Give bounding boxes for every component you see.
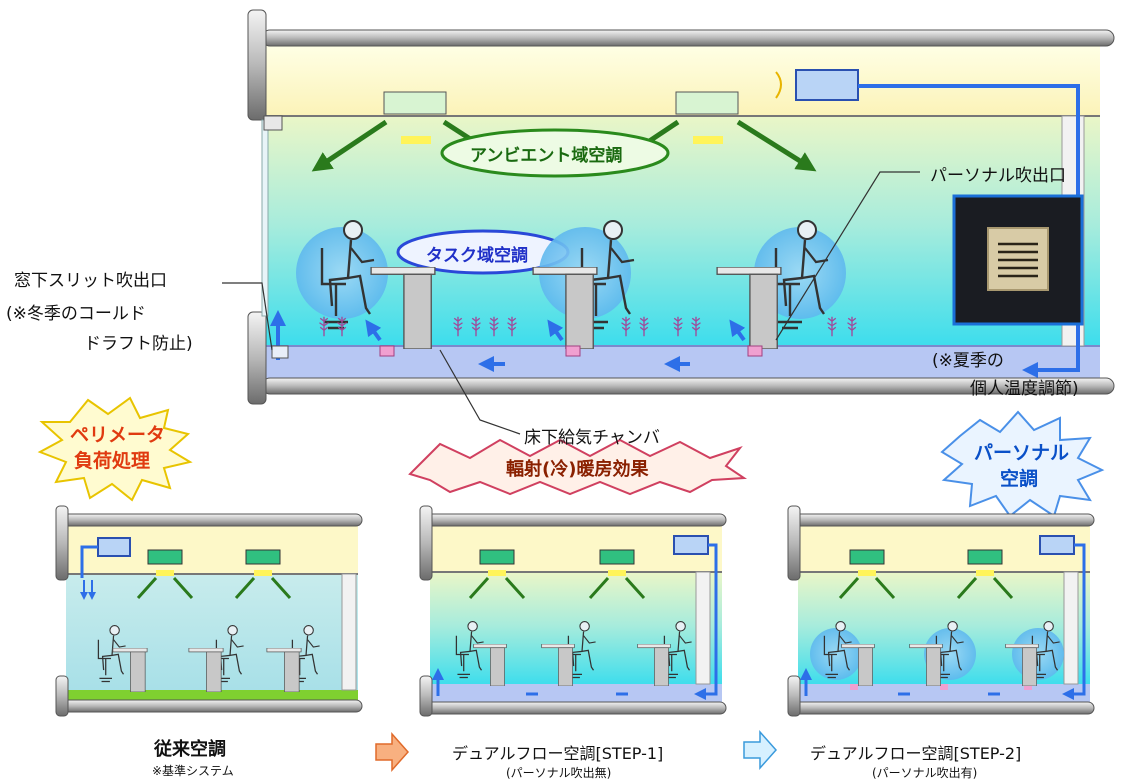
- window-slit-outlet-label: 窓下スリット吹出口: [14, 271, 167, 291]
- perimeter-badge-line2: 負荷処理: [74, 450, 151, 472]
- step-arrow-1: [375, 732, 410, 772]
- step2-subtitle: (パーソナル吹出有): [872, 766, 978, 780]
- ambient-zone-label: アンビエント域空調: [470, 146, 623, 166]
- personal-badge-line1: パーソナル: [974, 442, 1070, 464]
- step-arrow-2: [743, 730, 778, 770]
- conventional-subtitle: ※基準システム: [152, 764, 234, 778]
- personal-badge-line2: 空調: [1000, 468, 1039, 490]
- step1-subtitle: (パーソナル吹出無): [506, 766, 612, 780]
- step2-diagram: [787, 505, 1095, 717]
- window-slit-note-2: ドラフト防止): [84, 334, 193, 354]
- perimeter-badge: [37, 396, 193, 502]
- personal-ac-badge: [940, 410, 1105, 518]
- radiant-badge: [408, 438, 748, 496]
- task-zone-label: タスク域空調: [426, 246, 528, 266]
- perimeter-badge-line1: ペリメータ: [70, 424, 166, 446]
- personal-outlet-label: パーソナル吹出口: [930, 166, 1066, 186]
- underfloor-chamber-label: 床下給気チャンバ: [524, 428, 660, 448]
- conventional-title: 従来空調: [154, 739, 226, 760]
- ambient-zone-ellipse: [440, 128, 670, 178]
- conventional-diagram: [55, 505, 363, 717]
- personal-outlet-photo: [952, 194, 1084, 326]
- personal-note-2: 個人温度調節): [970, 379, 1079, 399]
- window-slit-note-1: (※冬季のコールド: [6, 304, 146, 324]
- personal-note-1: (※夏季の: [932, 351, 1004, 371]
- radiant-badge-label: 輻射(冷)暖房効果: [506, 459, 649, 480]
- step2-title: デュアルフロー空調[STEP-2]: [810, 744, 1022, 763]
- step1-title: デュアルフロー空調[STEP-1]: [452, 744, 664, 763]
- step1-diagram: [419, 505, 727, 717]
